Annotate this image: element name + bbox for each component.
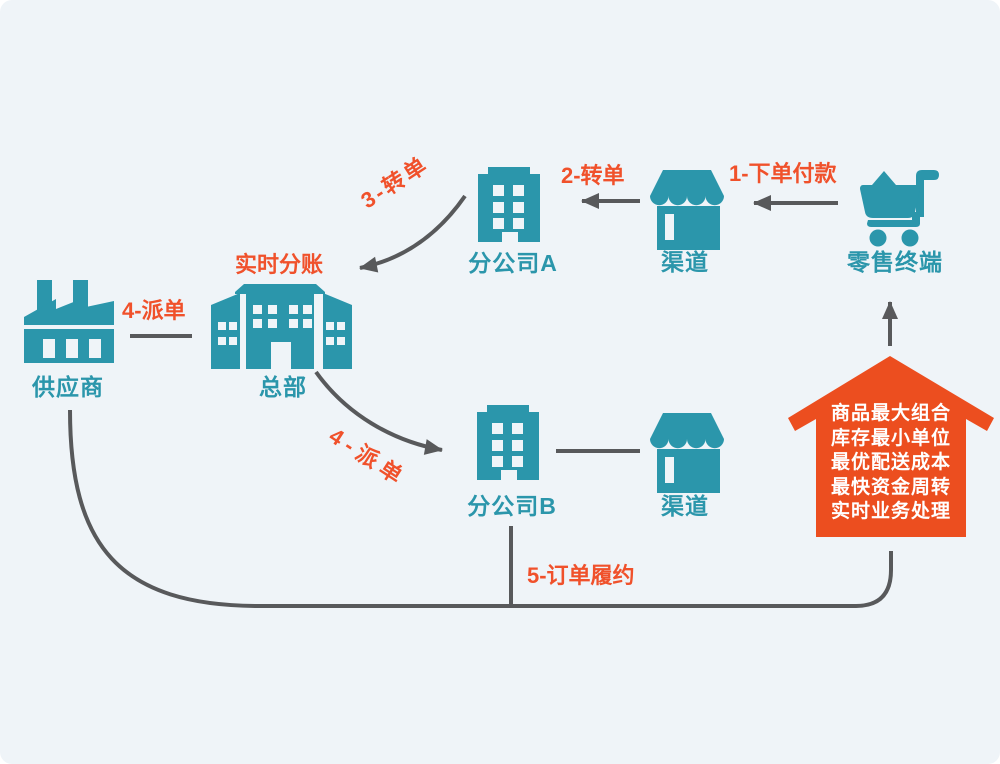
flow-label-step2: 2-转单 [561, 163, 625, 188]
node-label-retail-terminal: 零售终端 [847, 249, 943, 275]
arrow-step3-curved [359, 194, 467, 273]
goal-line: 商品最大组合 [830, 403, 951, 424]
arrow-step4-curved [314, 370, 443, 455]
node-label-headquarters: 总部 [259, 374, 307, 400]
node-label-supplier: 供应商 [32, 374, 104, 400]
node-label-channel-bottom: 渠道 [661, 493, 709, 519]
campus-building-icon [211, 284, 352, 369]
flow-label-step1: 1-下单付款 [729, 161, 837, 186]
flow-label-step5: 5-订单履约 [527, 563, 635, 588]
office-building-icon [478, 167, 540, 242]
line-step5-fulfillment [68, 409, 893, 608]
cart-icon [860, 170, 939, 247]
goal-line: 实时业务处理 [830, 501, 951, 522]
goal-house-text: 商品最大组合 库存最小单位 最优配送成本 最快资金周转 实时业务处理 [805, 402, 977, 525]
goal-house-shape [788, 356, 994, 537]
node-label-branch-a: 分公司A [468, 250, 558, 276]
flow-label-realtime-split: 实时分账 [235, 252, 324, 277]
node-label-branch-b: 分公司B [467, 493, 557, 519]
office-building-icon [477, 405, 539, 480]
goal-line: 库存最小单位 [830, 427, 951, 449]
storefront-icon [650, 413, 724, 493]
flow-label-step4-supplier: 4-派单 [122, 298, 186, 323]
node-label-channel-top: 渠道 [661, 249, 709, 275]
goal-line: 最快资金周转 [830, 476, 951, 498]
factory-icon [24, 280, 114, 363]
storefront-icon [650, 170, 724, 250]
goal-line: 最优配送成本 [830, 452, 951, 473]
